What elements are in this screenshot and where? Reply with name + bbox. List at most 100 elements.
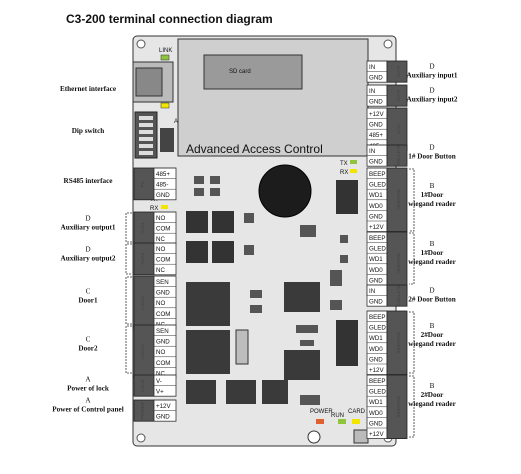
rx-led-left bbox=[161, 205, 168, 209]
callout-line: Door1 bbox=[78, 297, 98, 305]
callout-line: D bbox=[429, 87, 434, 95]
terminal-pin-label: IN bbox=[369, 64, 375, 71]
callout-line: wiegand reader bbox=[408, 400, 456, 408]
terminal-pin-label: IN bbox=[369, 288, 375, 295]
rx-led bbox=[350, 169, 357, 173]
callout-line: A bbox=[85, 376, 91, 384]
terminal-pin-label: WD0 bbox=[369, 203, 383, 210]
terminal-pin-label: GND bbox=[369, 159, 383, 166]
terminal-pin-label: 485- bbox=[156, 182, 168, 189]
callout-line: RS485 interface bbox=[64, 177, 113, 185]
card-led bbox=[352, 419, 360, 424]
right-terminal-block: BUTTON1 IN GND bbox=[366, 144, 408, 167]
card-led-label: CARD bbox=[348, 409, 366, 415]
terminal-pin-label: GND bbox=[369, 99, 383, 106]
terminal-pin-label: NO bbox=[156, 300, 165, 307]
callout-line: B bbox=[430, 382, 435, 390]
callout-door-btn1: D1# Door Button bbox=[408, 144, 455, 161]
terminal-pin-label: +12V bbox=[369, 224, 384, 231]
terminal-pin-label: +12V bbox=[369, 431, 384, 438]
callout-line: Door2 bbox=[78, 345, 98, 353]
callout-line: 2# Door Button bbox=[408, 296, 455, 304]
callout-line: B bbox=[430, 182, 435, 190]
callout-ethernet: Ethernet interface bbox=[60, 85, 116, 93]
terminal-pin-label: NO bbox=[156, 246, 165, 253]
terminal-pin-label: BEEP bbox=[369, 314, 386, 321]
terminal-tag: LOCK bbox=[140, 379, 145, 391]
terminal-pin-label: GND bbox=[369, 122, 383, 129]
terminal-pin-label: SEN bbox=[156, 328, 169, 335]
dip-switch-levers bbox=[139, 116, 153, 155]
diagram-title: C3-200 terminal connection diagram bbox=[66, 12, 273, 26]
callout-line: A bbox=[85, 397, 91, 405]
relays bbox=[186, 211, 320, 404]
callout-rs485: RS485 interface bbox=[64, 177, 113, 185]
callout-line: D bbox=[85, 246, 90, 254]
terminal-pin-label: +12V bbox=[156, 403, 171, 410]
terminal-pin-label: GND bbox=[369, 356, 383, 363]
terminal-pin-label: WD1 bbox=[369, 192, 383, 199]
callout-line: D bbox=[429, 63, 434, 71]
tx-led bbox=[350, 160, 357, 164]
terminal-pin-label: COM bbox=[156, 257, 170, 264]
callout-door-btn2: D2# Door Button bbox=[408, 287, 455, 304]
callout-line: C bbox=[86, 288, 91, 296]
terminal-tag: READER1 bbox=[396, 253, 401, 275]
terminal-pin-label: GND bbox=[369, 277, 383, 284]
terminal-pin-label: WD0 bbox=[369, 410, 383, 417]
esd-logo bbox=[353, 429, 369, 444]
mount-hole bbox=[383, 39, 393, 49]
callout-line: D bbox=[429, 287, 434, 295]
callout-line: Power of lock bbox=[67, 385, 109, 393]
callout-dip: Dip switch bbox=[72, 127, 105, 135]
right-terminal-blocks: AUX1INGNDAUX2INGNDOUT+12VGND485+485-BUTT… bbox=[366, 60, 408, 439]
sd-card bbox=[203, 54, 303, 90]
terminal-pin-label: V+ bbox=[156, 389, 164, 396]
terminal-tag: LOCK2 bbox=[140, 344, 145, 359]
tx-label: TX bbox=[340, 161, 348, 167]
callout-line: Auxiliary output1 bbox=[61, 224, 116, 232]
terminal-pin-label: WD0 bbox=[369, 346, 383, 353]
callout-line: Auxiliary output2 bbox=[61, 255, 116, 263]
smd-components bbox=[194, 176, 358, 405]
terminal-pin-label: IN bbox=[369, 148, 375, 155]
callout-line: B bbox=[430, 322, 435, 330]
terminal-tag: BUTTON1 bbox=[396, 145, 401, 166]
terminal-pin-label: WD1 bbox=[369, 335, 383, 342]
callout-line: Auxiliary input1 bbox=[407, 72, 458, 80]
callout-line: 2#Door bbox=[421, 391, 445, 399]
rx-label: RX bbox=[340, 170, 348, 176]
terminal-pin-label: GND bbox=[156, 290, 170, 297]
terminal-tag: OUT bbox=[396, 124, 401, 134]
terminal-tag: BUTTON2 bbox=[396, 285, 401, 306]
terminal-pin-label: GND bbox=[156, 414, 170, 421]
callout-line: wiegand reader bbox=[408, 200, 456, 208]
terminal-pin-label: GND bbox=[369, 299, 383, 306]
callout-line: Auxiliary input2 bbox=[407, 96, 458, 104]
terminal-pin-label: NO bbox=[156, 349, 165, 356]
terminal-pin-label: 485+ bbox=[156, 171, 170, 178]
terminal-pin-label: GND bbox=[369, 75, 383, 82]
terminal-pin-label: +12V bbox=[369, 367, 384, 374]
terminal-pin-label: BEEP bbox=[369, 378, 386, 385]
terminal-pin-label: 485+ bbox=[369, 132, 383, 139]
terminal-pin-label: COM bbox=[156, 360, 170, 367]
terminal-pin-label: COM bbox=[156, 311, 170, 318]
terminal-tag: PC bbox=[140, 180, 145, 187]
mount-hole bbox=[136, 433, 146, 443]
right-terminal-block: BUTTON2 IN GND bbox=[366, 284, 408, 307]
